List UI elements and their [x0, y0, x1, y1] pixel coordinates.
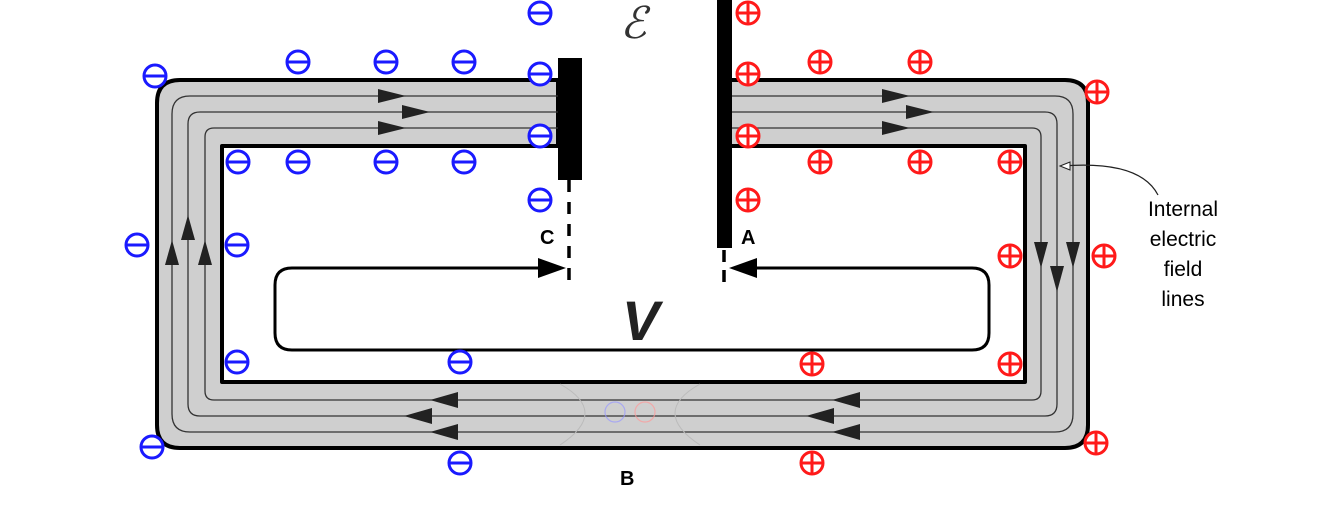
emf-label: ℰ: [620, 0, 651, 48]
positive-charge-icon: [997, 149, 1023, 175]
positive-charge-icon: [735, 187, 761, 213]
negative-charge-icon: [224, 232, 250, 258]
negative-charge-icon: [451, 49, 477, 75]
negative-charge-icon: [285, 149, 311, 175]
positive-charge-icon: [1084, 79, 1110, 105]
voltage-label: V: [622, 289, 664, 352]
loop-arrow-a: [729, 258, 757, 278]
negative-charge-icon: [373, 149, 399, 175]
annotation-line-3: field: [1164, 258, 1203, 281]
positive-charge-icon: [807, 49, 833, 75]
negative-charge-icon: [373, 49, 399, 75]
negative-charge-icon: [527, 61, 553, 87]
positive-charge-icon: [997, 351, 1023, 377]
point-c-label: C: [540, 227, 554, 249]
field-arrows: [165, 89, 1080, 440]
positive-charge-icon: [1091, 243, 1117, 269]
positive-charges: [735, 0, 1117, 476]
negative-charge-icon: [225, 149, 251, 175]
negative-charge-icon: [142, 63, 168, 89]
negative-charge-icon: [527, 0, 553, 26]
positive-charge-icon: [1083, 430, 1109, 456]
negative-charge-icon: [139, 434, 165, 460]
battery-negative-plate: [558, 58, 582, 180]
point-b-label: B: [620, 468, 634, 490]
point-a-label: A: [741, 227, 755, 249]
negative-charge-icon: [527, 187, 553, 213]
annotation-line-1: Internal: [1148, 198, 1218, 221]
junction-circles: [559, 383, 701, 446]
negative-charge-icon: [447, 450, 473, 476]
annotation-leader: [1058, 161, 1159, 196]
positive-charge-icon: [907, 149, 933, 175]
battery-positive-plate: [717, 0, 732, 248]
positive-charge-icon: [735, 61, 761, 87]
negative-charge-icon: [447, 349, 473, 375]
negative-charge-icon: [527, 123, 553, 149]
field-lines-annotation: Internal electric field lines: [1148, 198, 1218, 311]
negative-charge-icon: [451, 149, 477, 175]
negative-charge-icon: [224, 349, 250, 375]
annotation-line-2: electric: [1150, 228, 1217, 251]
positive-charge-icon: [799, 450, 825, 476]
negative-charges: [124, 0, 553, 476]
negative-charge-icon: [285, 49, 311, 75]
positive-charge-icon: [735, 123, 761, 149]
voltage-loop: [273, 258, 991, 352]
negative-charge-icon: [124, 232, 150, 258]
positive-charge-icon: [799, 351, 825, 377]
positive-charge-icon: [807, 149, 833, 175]
loop-arrow-c: [538, 258, 566, 278]
positive-charge-icon: [735, 0, 761, 26]
wire: [155, 78, 1090, 450]
positive-charge-icon: [907, 49, 933, 75]
positive-charge-icon: [997, 243, 1023, 269]
annotation-line-4: lines: [1161, 288, 1204, 311]
